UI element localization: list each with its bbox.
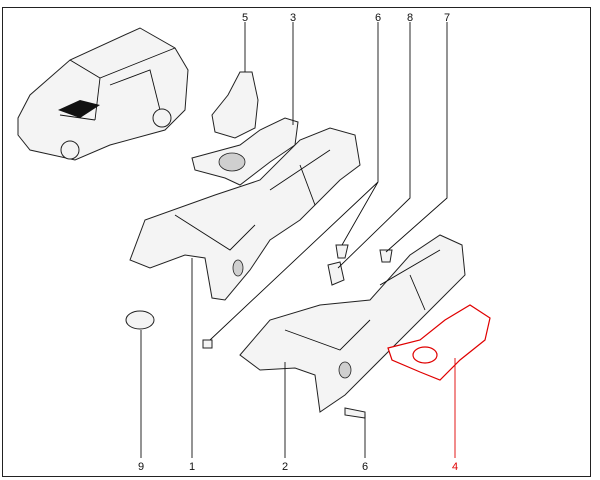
callout-1: 1	[189, 461, 195, 473]
callout-6-top: 6	[375, 12, 381, 24]
part-4-bezel-highlighted[interactable]	[387, 304, 491, 381]
leader-lines	[140, 22, 456, 458]
callout-6-bottom: 6	[362, 461, 368, 473]
callout-9: 9	[138, 461, 144, 473]
diagram-frame	[2, 7, 591, 477]
callout-7: 7	[444, 12, 450, 24]
callout-5: 5	[242, 12, 248, 24]
part-6-screw-lower[interactable]	[344, 407, 366, 419]
part-2-console[interactable]	[239, 234, 466, 413]
part-6-screw[interactable]	[202, 339, 213, 349]
part-9-cap[interactable]	[125, 310, 155, 330]
callout-2: 2	[282, 461, 288, 473]
part-5-gear-boot[interactable]	[211, 71, 259, 139]
callout-3: 3	[290, 12, 296, 24]
vehicle-thumbnail	[17, 27, 189, 161]
part-8-clip[interactable]	[327, 261, 345, 286]
callout-4-highlighted: 4	[452, 461, 458, 473]
callout-8: 8	[407, 12, 413, 24]
